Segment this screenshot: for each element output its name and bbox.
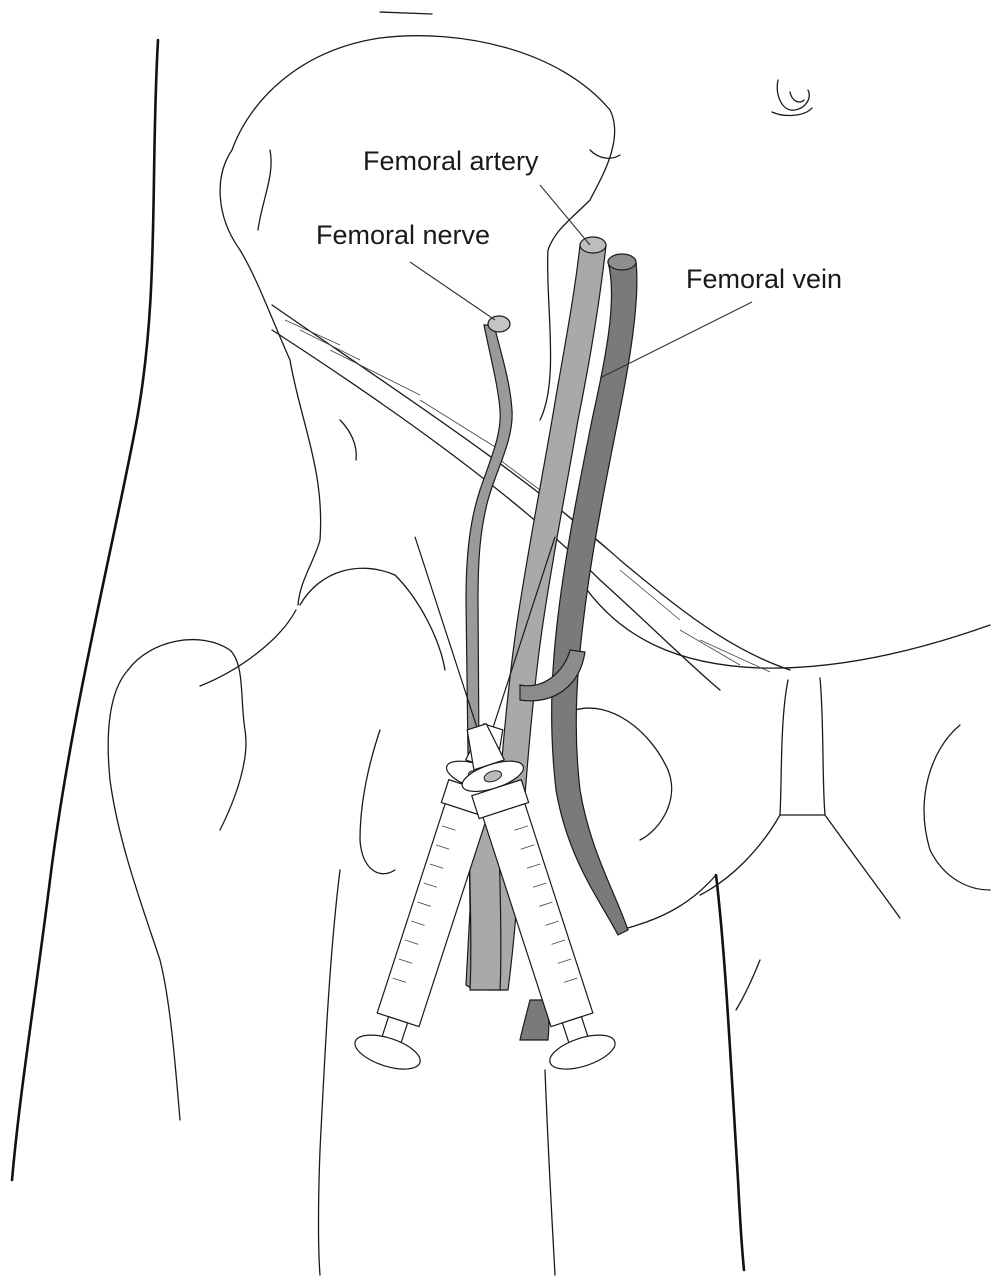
artery-leader bbox=[540, 185, 590, 245]
label-femoral-vein: Femoral vein bbox=[686, 264, 842, 294]
nerve-leader bbox=[410, 262, 495, 320]
pelvis-outline bbox=[108, 36, 990, 1275]
label-femoral-nerve: Femoral nerve bbox=[316, 220, 490, 250]
body-outline bbox=[12, 12, 760, 1270]
label-femoral-artery: Femoral artery bbox=[363, 146, 539, 176]
orientation-symbol-icon bbox=[772, 80, 812, 115]
